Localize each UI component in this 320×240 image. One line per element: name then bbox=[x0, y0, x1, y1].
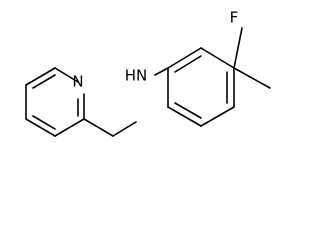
bond-py-1 bbox=[25, 67, 56, 86]
bond-bz-inner-1 bbox=[174, 55, 202, 73]
molecule-structure: F N HN bbox=[25, 9, 271, 137]
amine-linker bbox=[83, 67, 169, 137]
bond-bz-1 bbox=[167, 47, 202, 69]
bond-to-methyl bbox=[233, 67, 271, 89]
bond-py-inner-1 bbox=[32, 74, 56, 89]
bond-nh-to-benzene bbox=[154, 67, 169, 76]
fluorine-label: F bbox=[230, 9, 239, 27]
substituents bbox=[233, 27, 271, 89]
bond-ch2-to-nh bbox=[112, 121, 137, 137]
atom-labels: F N HN bbox=[72, 9, 238, 91]
bond-py-inner-3 bbox=[32, 115, 56, 130]
bond-bz-4 bbox=[200, 106, 235, 127]
bond-bz-2 bbox=[200, 47, 235, 69]
ring-nitrogen-label: N bbox=[72, 73, 83, 91]
bond-py-5 bbox=[25, 118, 56, 137]
molecule-svg: F N HN bbox=[25, 9, 271, 137]
bond-to-fluorine bbox=[233, 27, 243, 69]
bond-py-to-ch2 bbox=[83, 118, 114, 137]
bond-py-4 bbox=[54, 118, 85, 137]
bond-bz-inner-3 bbox=[174, 102, 202, 119]
bond-py-2 bbox=[54, 67, 79, 83]
benzene-ring bbox=[167, 47, 235, 127]
pyridine-ring bbox=[25, 67, 85, 137]
amine-label: HN bbox=[125, 67, 148, 85]
bond-bz-5 bbox=[167, 106, 202, 127]
